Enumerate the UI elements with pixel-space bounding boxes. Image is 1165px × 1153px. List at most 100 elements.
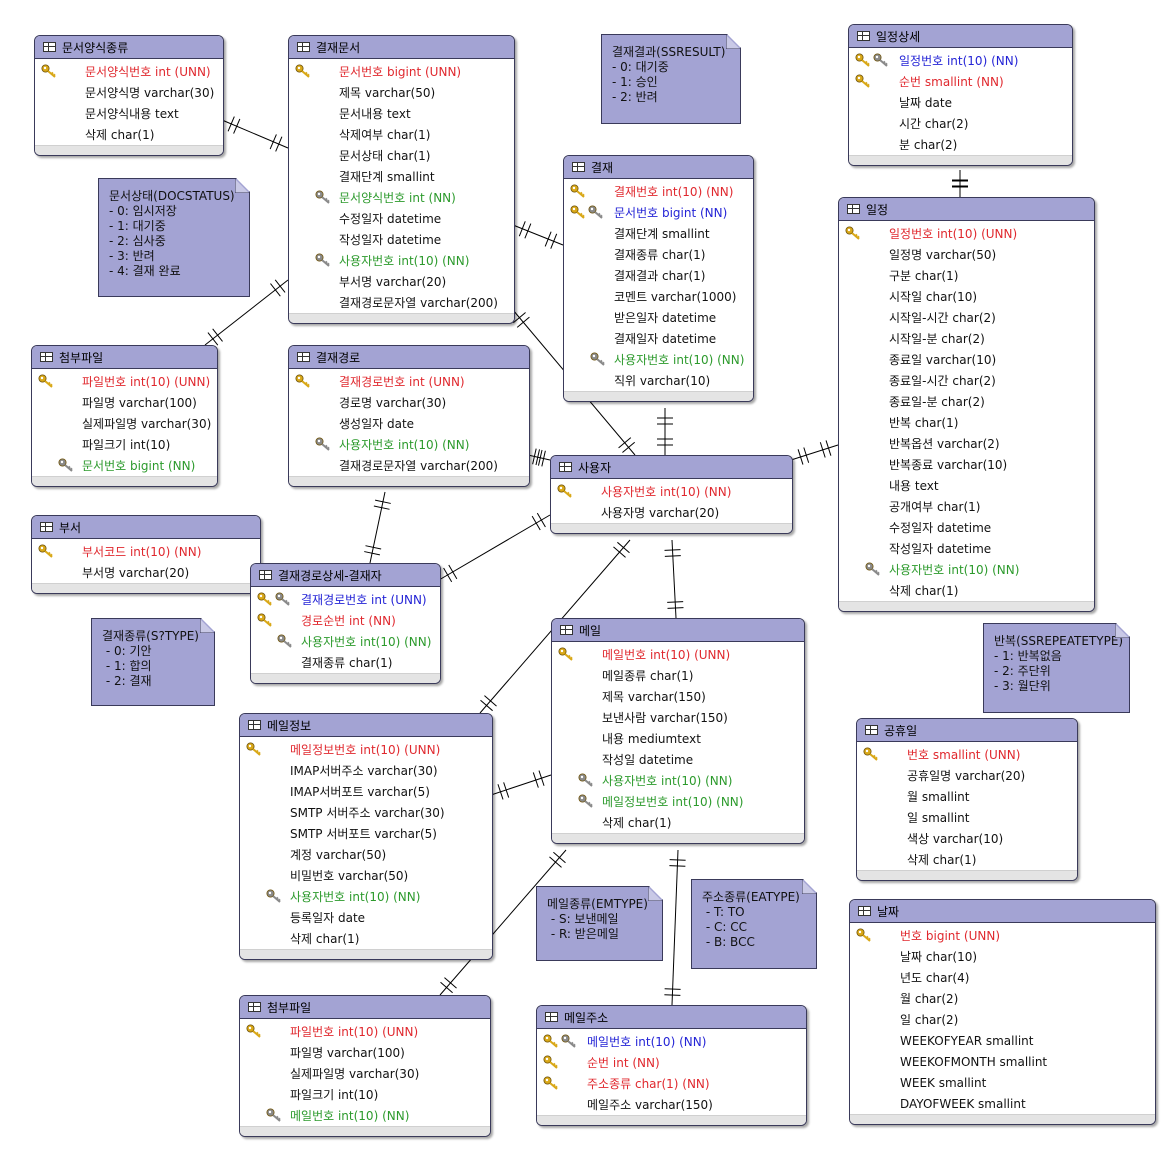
column-row[interactable]: 문서양식명 varchar(30) [35, 82, 223, 103]
column-row[interactable]: 삭제 char(1) [839, 580, 1094, 601]
column-row[interactable]: 결재종류 char(1) [251, 652, 440, 673]
column-row[interactable]: 삭제 char(1) [857, 849, 1077, 870]
column-row[interactable]: 실제파일명 varchar(30) [32, 413, 217, 434]
entity-header[interactable]: 부서 [32, 516, 260, 539]
column-row[interactable]: 월 char(2) [850, 988, 1155, 1009]
column-row[interactable]: 날짜 char(10) [850, 946, 1155, 967]
column-row[interactable]: 제목 varchar(50) [289, 82, 514, 103]
column-row[interactable]: 파일크기 int(10) [240, 1084, 490, 1105]
note-eatype[interactable]: 주소종류(EATYPE) - T: TO - C: CC - B: BCC [691, 879, 817, 969]
column-row[interactable]: 문서번호 bigint (NN) [32, 455, 217, 476]
column-row[interactable]: 일정명 varchar(50) [839, 244, 1094, 265]
column-row[interactable]: 삭제 char(1) [35, 124, 223, 145]
entity-header[interactable]: 날짜 [850, 900, 1155, 923]
entity-header[interactable]: 결재문서 [289, 36, 514, 59]
column-row[interactable]: 실제파일명 varchar(30) [240, 1063, 490, 1084]
column-row[interactable]: 등록일자 date [240, 907, 492, 928]
column-row[interactable]: 메일번호 int(10) (UNN) [552, 644, 804, 665]
column-row[interactable]: 내용 text [839, 475, 1094, 496]
column-row[interactable]: 계정 varchar(50) [240, 844, 492, 865]
column-row[interactable]: 코멘트 varchar(1000) [564, 286, 753, 307]
entity-header[interactable]: 일정상세 [849, 25, 1072, 48]
column-row[interactable]: 순번 int (NN) [537, 1052, 806, 1073]
column-row[interactable]: 작성일 datetime [552, 749, 804, 770]
column-row[interactable]: 결재경로번호 int (UNN) [289, 371, 529, 392]
column-row[interactable]: 파일크기 int(10) [32, 434, 217, 455]
column-row[interactable]: 일 smallint [857, 807, 1077, 828]
column-row[interactable]: 문서양식번호 int (NN) [289, 187, 514, 208]
column-row[interactable]: SMTP 서버주소 varchar(30) [240, 802, 492, 823]
entity-header[interactable]: 결재경로 [289, 346, 529, 369]
column-row[interactable]: 문서내용 text [289, 103, 514, 124]
column-row[interactable]: 시간 char(2) [849, 113, 1072, 134]
column-row[interactable]: 사용자번호 int(10) (NN) [552, 770, 804, 791]
column-row[interactable]: 주소종류 char(1) (NN) [537, 1073, 806, 1094]
column-row[interactable]: 결재경로문자열 varchar(200) [289, 292, 514, 313]
column-row[interactable]: 메일번호 int(10) (NN) [240, 1105, 490, 1126]
column-row[interactable]: 메일정보번호 int(10) (NN) [552, 791, 804, 812]
column-row[interactable]: 사용자번호 int(10) (NN) [564, 349, 753, 370]
entity-header[interactable]: 공휴일 [857, 719, 1077, 742]
column-row[interactable]: 사용자번호 int(10) (NN) [839, 559, 1094, 580]
column-row[interactable]: 메일종류 char(1) [552, 665, 804, 686]
note-docstatus[interactable]: 문서상태(DOCSTATUS)- 0: 임시저장- 1: 대기중- 2: 심사중… [98, 178, 250, 297]
column-row[interactable]: 삭제여부 char(1) [289, 124, 514, 145]
column-row[interactable]: 메일주소 varchar(150) [537, 1094, 806, 1115]
column-row[interactable]: 경로순번 int (NN) [251, 610, 440, 631]
column-row[interactable]: 경로명 varchar(30) [289, 392, 529, 413]
column-row[interactable]: 수정일자 datetime [839, 517, 1094, 538]
column-row[interactable]: IMAP서버주소 varchar(30) [240, 760, 492, 781]
column-row[interactable]: 결재단계 smallint [289, 166, 514, 187]
column-row[interactable]: 결재결과 char(1) [564, 265, 753, 286]
column-row[interactable]: 생성일자 date [289, 413, 529, 434]
entity-header[interactable]: 사용자 [551, 456, 792, 479]
entity-header[interactable]: 메일정보 [240, 714, 492, 737]
note-ssresult[interactable]: 결재결과(SSRESULT)- 0: 대기중- 1: 승인- 2: 반려 [601, 34, 741, 124]
column-row[interactable]: DAYOFWEEK smallint [850, 1093, 1155, 1114]
entity-header[interactable]: 메일 [552, 619, 804, 642]
column-row[interactable]: WEEK smallint [850, 1072, 1155, 1093]
column-row[interactable]: 내용 mediumtext [552, 728, 804, 749]
entity-header[interactable]: 메일주소 [537, 1006, 806, 1029]
column-row[interactable]: 년도 char(4) [850, 967, 1155, 988]
column-row[interactable]: 사용자명 varchar(20) [551, 502, 792, 523]
column-row[interactable]: 일정번호 int(10) (UNN) [839, 223, 1094, 244]
note-ssrepeat[interactable]: 반복(SSREPEATETYPE)- 1: 반복없음- 2: 주단위- 3: 월… [983, 623, 1130, 713]
column-row[interactable]: 파일명 varchar(100) [240, 1042, 490, 1063]
column-row[interactable]: 메일번호 int(10) (NN) [537, 1031, 806, 1052]
column-row[interactable]: 결재종류 char(1) [564, 244, 753, 265]
column-row[interactable]: 결재경로번호 int (UNN) [251, 589, 440, 610]
note-emtype[interactable]: 메일종류(EMTYPE) - S: 보낸메일 - R: 받은메일 [536, 886, 663, 961]
column-row[interactable]: 직위 varchar(10) [564, 370, 753, 391]
column-row[interactable]: 문서양식내용 text [35, 103, 223, 124]
entity-header[interactable]: 결재경로상세-결재자 [251, 564, 440, 587]
column-row[interactable]: 문서번호 bigint (UNN) [289, 61, 514, 82]
column-row[interactable]: 종료일-분 char(2) [839, 391, 1094, 412]
column-row[interactable]: 구분 char(1) [839, 265, 1094, 286]
column-row[interactable]: 파일번호 int(10) (UNN) [32, 371, 217, 392]
entity-header[interactable]: 일정 [839, 198, 1094, 221]
column-row[interactable]: 비밀번호 varchar(50) [240, 865, 492, 886]
column-row[interactable]: 결재경로문자열 varchar(200) [289, 455, 529, 476]
column-row[interactable]: 사용자번호 int(10) (NN) [251, 631, 440, 652]
column-row[interactable]: 문서번호 bigint (NN) [564, 202, 753, 223]
column-row[interactable]: 종료일-시간 char(2) [839, 370, 1094, 391]
column-row[interactable]: 문서상태 char(1) [289, 145, 514, 166]
column-row[interactable]: 파일명 varchar(100) [32, 392, 217, 413]
column-row[interactable]: 반복 char(1) [839, 412, 1094, 433]
column-row[interactable]: 사용자번호 int(10) (NN) [289, 250, 514, 271]
column-row[interactable]: 결재일자 datetime [564, 328, 753, 349]
column-row[interactable]: 반복종료 varchar(10) [839, 454, 1094, 475]
column-row[interactable]: 시작일-분 char(2) [839, 328, 1094, 349]
column-row[interactable]: 시작일-시간 char(2) [839, 307, 1094, 328]
column-row[interactable]: 날짜 date [849, 92, 1072, 113]
column-row[interactable]: 공개여부 char(1) [839, 496, 1094, 517]
column-row[interactable]: WEEKOFMONTH smallint [850, 1051, 1155, 1072]
